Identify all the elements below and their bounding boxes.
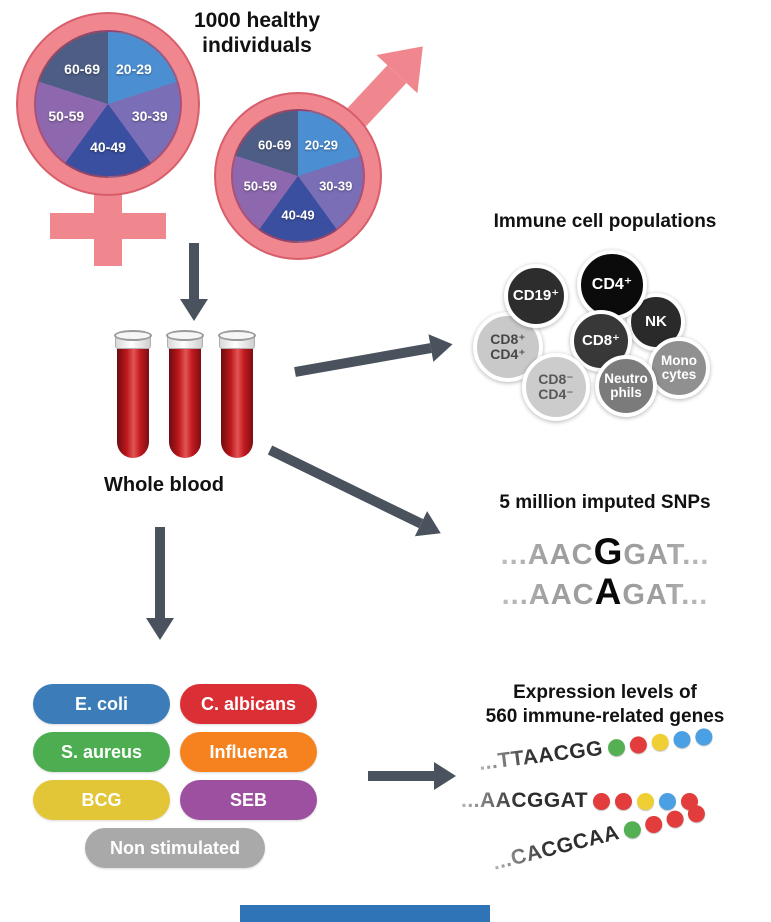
expression-dot [615,792,633,810]
age-slice-label: 60-69 [64,61,100,78]
arrowhead-icon [180,299,208,321]
expression-dot [694,726,714,746]
expression-row: ...AACGGAT [461,789,699,813]
female-symbol-ring: 20-29 30-39 40-49 50-59 60-69 [16,12,200,196]
down-arrow-to-stimuli [146,527,174,640]
age-slice-label: 50-59 [243,178,277,194]
age-slice-label: 60-69 [257,137,292,153]
arrowhead-icon [428,330,456,362]
cohort-title: 1000 healthy individuals [157,8,357,58]
male-symbol-arrow [346,27,444,127]
arrowhead-icon [146,618,174,640]
cell-cd8neg-cd4neg: CD8⁻ CD4⁻ [522,353,590,421]
gene-sequence: ...CACGCAA [490,820,622,875]
expression-dot [664,808,686,829]
expression-dot [659,792,677,810]
arrow-to-immune-cells [293,330,456,385]
cell-label: NK [645,313,667,331]
blood-tube [216,330,258,458]
female-symbol-crossbar [50,213,166,239]
male-age-pie-chart: 20-29 30-39 40-49 50-59 60-69 [231,109,365,243]
expression-dot [606,737,626,757]
age-slice-label: 40-49 [281,207,315,223]
cell-neutrophils: Neutro phils [595,355,657,417]
stimulus-e-coli: E. coli [33,684,170,724]
cell-label: CD4⁺ [591,275,633,293]
male-symbol-ring: 20-29 30-39 40-49 50-59 60-69 [214,92,382,260]
snp-variant-allele: G [593,531,624,572]
cell-label: CD19⁺ [512,287,560,305]
expression-dot [637,792,655,810]
expression-dot [593,792,611,810]
female-age-pie-chart: 20-29 30-39 40-49 50-59 60-69 [34,30,182,178]
cell-cd19pos: CD19⁺ [504,264,568,328]
expression-dot [643,813,664,835]
whole-blood-label: Whole blood [104,474,224,496]
cell-label: Neutro phils [604,370,648,400]
snps-title: 5 million imputed SNPs [499,492,711,513]
cell-label: CD8⁻ CD4⁻ [538,371,574,402]
stimulus-s-aureus: S. aureus [33,732,170,772]
down-arrow-to-blood [180,243,208,321]
stimulus-influenza: Influenza [180,732,317,772]
age-slice-label: 30-39 [319,178,353,194]
gene-sequence: ...TTAACGG [477,736,605,775]
stimulus-c-albicans: C. albicans [180,684,317,724]
arrow-to-snps [264,437,447,546]
blood-tube [164,330,206,458]
arrow-to-expression [368,762,456,790]
age-slice-label: 40-49 [90,139,126,156]
cell-monocytes: Mono cytes [648,337,710,399]
stimulus-seb: SEB [180,780,317,820]
cohort-title-line2: individuals [202,34,312,58]
arrowhead-icon [434,762,456,790]
cell-label: CD8⁺ CD4⁺ [490,331,526,362]
age-slice-label: 50-59 [48,107,85,124]
expression-dot [650,732,670,752]
snp-variant-allele: A [594,571,623,612]
expression-dot [628,734,648,754]
age-slice-label: 20-29 [304,137,339,153]
cohort-title-line1: 1000 healthy [193,9,321,32]
expression-dot [685,803,707,824]
stimulus-non-stimulated: Non stimulated [85,828,265,868]
cell-cd4pos: CD4⁺ [577,250,647,320]
cell-label: Mono cytes [661,352,697,382]
stimulus-bcg: BCG [33,780,170,820]
snp-sequence-alternate: ...AACAGAT... [501,571,709,612]
immune-populations-title: Immune cell populations [493,211,717,232]
age-slice-label: 30-39 [131,107,168,124]
age-slice-label: 20-29 [116,61,152,78]
blood-tube [112,330,154,458]
snp-sequence-reference: ...AACGGAT... [500,531,710,572]
arrowhead-icon [414,511,447,546]
expression-row: ...TTAACGG [478,723,714,775]
cell-label: CD8⁺ [582,332,620,350]
gene-sequence: ...AACGGAT [461,789,589,812]
expression-dot [621,819,643,840]
cropped-bottom-bar [240,905,490,922]
expression-dot [672,729,692,749]
expression-title: Expression levels of 560 immune-related … [485,682,725,727]
